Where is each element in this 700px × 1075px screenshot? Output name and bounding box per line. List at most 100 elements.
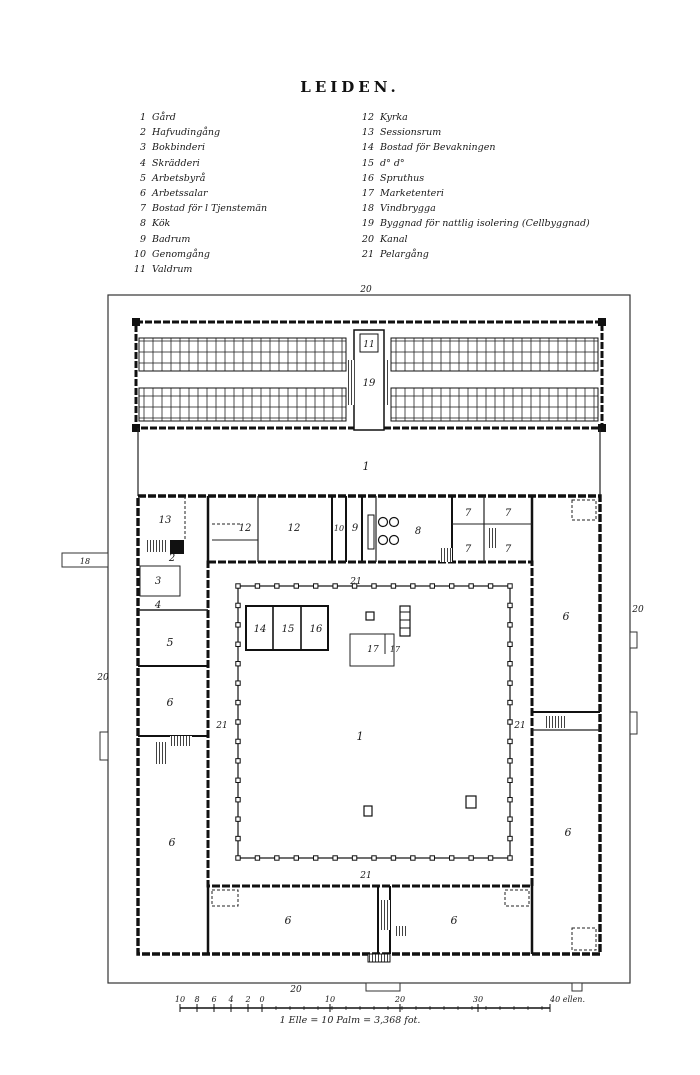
label-room-7c: 7 (465, 544, 472, 555)
colonnade-column (507, 661, 513, 667)
legend-right-item: 14 Bostad för Bevakningen (360, 140, 590, 155)
colonnade-column (235, 699, 241, 706)
legend-text: Marketenteri (380, 188, 444, 200)
colonnade-column (507, 835, 513, 842)
legend-text: Genomgång (152, 248, 211, 260)
legend-right-item: 15 d° d° (360, 156, 590, 171)
legend-number: 10 (133, 248, 146, 260)
cell-building (132, 318, 606, 432)
legend-text: Bostad för Bevakningen (380, 142, 496, 154)
colonnade-column (507, 816, 513, 822)
colonnade-column (235, 738, 241, 745)
legend-text: Kanal (380, 233, 408, 245)
colonnade-column (235, 855, 241, 861)
colonnade-column (487, 855, 494, 861)
colonnade-column (235, 641, 241, 647)
legend-text: Valdrum (152, 264, 193, 276)
scale-tick-label: 6 (211, 995, 216, 1004)
colonnade-column (351, 855, 358, 861)
colonnade-column (235, 797, 241, 803)
label-colonnade-bottom: 21 (359, 871, 371, 881)
colonnade-column (507, 855, 513, 861)
colonnade-column (235, 680, 241, 686)
scale-tick-label: 2 (244, 995, 250, 1004)
legend-number: 12 (361, 112, 374, 123)
legend-text: Spruthus (380, 172, 425, 184)
colonnade-column (371, 583, 377, 589)
scale-tick-label: 20 (394, 995, 405, 1004)
colonnade-column (507, 680, 513, 686)
legend-text: Sessionsrum (380, 127, 442, 139)
colonnade-column (313, 855, 319, 861)
label-room-5: 5 (167, 636, 174, 649)
legend-left-item: 10 Genomgång (120, 247, 267, 262)
scale-tick-label: 40 ellen. (549, 995, 585, 1004)
label-hall-6-bottom-left: 6 (285, 914, 292, 927)
scale-tick-label: 0 (259, 995, 264, 1004)
scale-tick-label: 8 (194, 995, 199, 1004)
plan-labels: 20 20 20 20 11 19 1 13 12 12 10 9 8 7 7 … (80, 285, 644, 995)
legend-number: 1 (139, 112, 146, 123)
label-colonnade-top: 21 (349, 577, 361, 587)
colonnade-column (507, 719, 513, 725)
colonnade-column (390, 583, 397, 589)
label-court-main: 1 (357, 730, 364, 743)
legend-text: Kök (152, 218, 171, 230)
label-room-17b: 17 (390, 645, 401, 654)
colonnade-column (293, 855, 299, 861)
label-hall-6-left-upper: 6 (167, 696, 174, 709)
legend-number: 5 (139, 172, 146, 184)
legend-number: 15 (361, 157, 374, 169)
legend-text: Bokbinderi (152, 142, 205, 154)
colonnade-column (293, 583, 299, 589)
colonnade-column (507, 622, 513, 628)
legend-text: Byggnad för nattlig isolering (Cellbyggn… (380, 218, 590, 230)
scale-caption: 1 Elle = 10 Palm = 3,368 fot. (279, 1015, 421, 1026)
legend-text: Skrädderi (152, 157, 200, 169)
label-hall-6-bottom-right: 6 (451, 914, 458, 927)
legend-text: Badrum (152, 233, 191, 245)
label-room-17a: 17 (367, 645, 379, 655)
label-room-8: 8 (415, 526, 421, 537)
label-room-12b: 12 (288, 523, 301, 534)
label-room-3: 3 (155, 576, 161, 587)
label-canal-top: 20 (359, 285, 372, 295)
colonnade-column (235, 758, 241, 764)
colonnade-column (507, 602, 513, 609)
colonnade-column (410, 855, 416, 861)
legend-number: 11 (133, 264, 146, 276)
inner-court (235, 583, 513, 861)
bridge-west (61, 552, 109, 568)
colonnade-column (487, 583, 494, 589)
legend-text: Arbetssalar (152, 188, 208, 200)
colonnade-column (507, 777, 513, 783)
label-cell-11: 11 (363, 340, 374, 350)
colonnade-column (274, 583, 280, 589)
legend-text: Hafvudingång (152, 127, 221, 139)
legend-number: 9 (139, 233, 146, 245)
colonnade-column (390, 855, 397, 861)
legend-number: 21 (361, 248, 374, 260)
legend-number: 14 (361, 142, 374, 154)
label-room-9: 9 (352, 523, 359, 534)
label-court-north: 1 (363, 460, 370, 473)
colonnade-column (332, 855, 338, 861)
legend-text: d° d° (380, 157, 405, 169)
scale-tick-label: 30 (473, 995, 483, 1004)
legend-number: 3 (139, 142, 146, 154)
legend-text: Kyrka (380, 112, 408, 123)
colonnade-column (468, 583, 474, 589)
label-colonnade-left: 21 (215, 721, 227, 731)
colonnade-column (235, 583, 241, 589)
colonnade-column (235, 777, 241, 783)
